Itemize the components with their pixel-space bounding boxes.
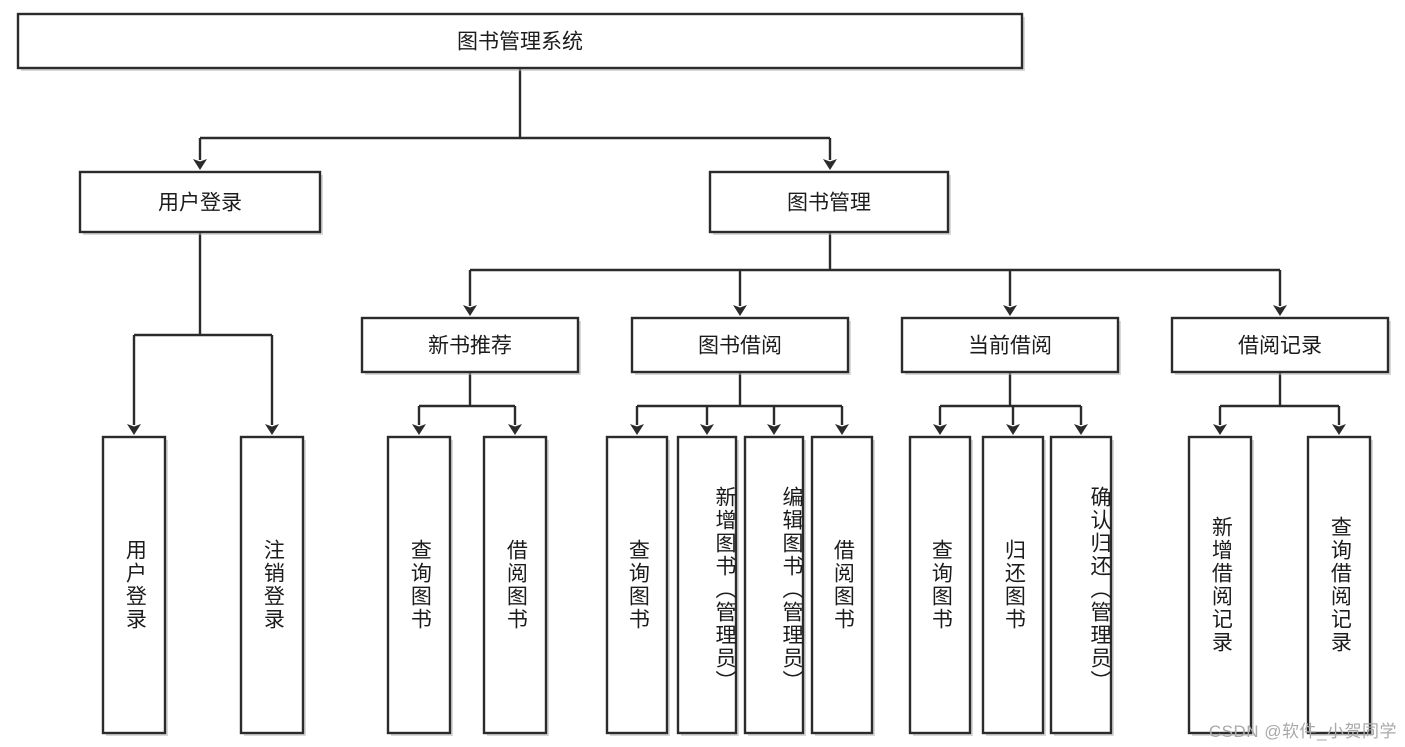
connector-group-current-borrow <box>933 372 1088 435</box>
node-book-manage-label: 图书管理 <box>787 192 871 215</box>
watermark-text: CSDN @软件_小贺同学 <box>1208 722 1397 741</box>
leaf-query-book-2[interactable] <box>605 435 670 736</box>
leaf-add-record[interactable] <box>1187 435 1254 736</box>
node-book-borrow[interactable]: 图书借阅 <box>630 316 851 375</box>
leaf-query-book-1[interactable] <box>386 435 453 736</box>
leaf-user-login[interactable] <box>101 435 168 736</box>
leaf-query-record[interactable] <box>1306 435 1373 736</box>
connector-group-borrow-record <box>1213 372 1346 435</box>
node-borrow-record-label: 借阅记录 <box>1238 335 1322 358</box>
leaf-edit-book[interactable] <box>743 435 806 736</box>
leaf-return-book[interactable] <box>981 435 1046 736</box>
node-user-login[interactable]: 用户登录 <box>78 170 323 235</box>
node-root-label: 图书管理系统 <box>457 31 583 54</box>
leaf-confirm-return[interactable] <box>1049 435 1114 736</box>
leaf-borrow-book-1[interactable] <box>482 435 549 736</box>
node-user-login-label: 用户登录 <box>158 192 242 215</box>
node-current-borrow[interactable]: 当前借阅 <box>900 316 1121 375</box>
connector-group-root <box>193 68 837 170</box>
node-book-borrow-label: 图书借阅 <box>698 335 782 358</box>
node-new-book-recommend-label: 新书推荐 <box>428 335 512 358</box>
leaf-add-book[interactable] <box>676 435 739 736</box>
connector-group-new-book-recommend <box>412 372 522 435</box>
leaf-query-book-3[interactable] <box>908 435 973 736</box>
leaf-borrow-book-2[interactable] <box>810 435 875 736</box>
connector-group-user-login <box>127 232 279 435</box>
node-current-borrow-label: 当前借阅 <box>968 335 1052 358</box>
connector-group-book-manage <box>463 232 1287 316</box>
node-borrow-record[interactable]: 借阅记录 <box>1170 316 1391 375</box>
node-new-book-recommend[interactable]: 新书推荐 <box>360 316 581 375</box>
node-root[interactable]: 图书管理系统 <box>16 12 1025 71</box>
leaf-logout[interactable] <box>239 435 306 736</box>
node-book-manage[interactable]: 图书管理 <box>708 170 951 235</box>
connector-group-book-borrow <box>630 372 849 435</box>
